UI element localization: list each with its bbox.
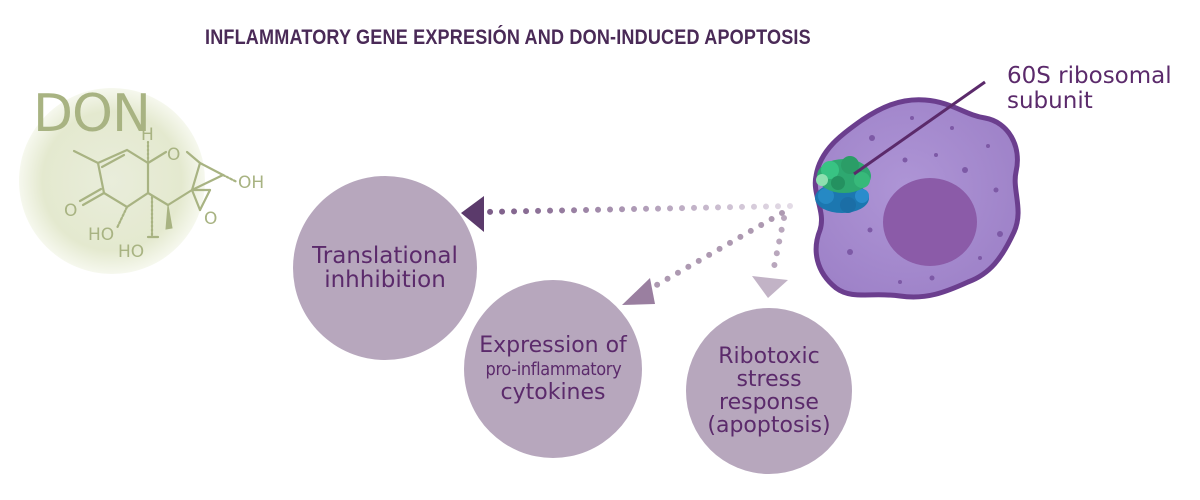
atom-o-ring: O <box>167 145 180 165</box>
outcome-3-line-1: Ribotoxic <box>718 343 820 369</box>
ribosome-icon <box>815 156 871 213</box>
outcome-3-line-2: stress <box>736 366 802 392</box>
outcome-2-line-2: pro-inflammatory <box>485 359 621 381</box>
arrow-to-translation <box>461 196 793 232</box>
outcome-1-line-2: inhhibition <box>324 267 446 293</box>
outcome-translational-inhibition: Translational inhhibition <box>293 176 477 360</box>
diagram-title: INFLAMMATORY GENE EXPRESIÓN AND DON-INDU… <box>205 26 811 49</box>
outcome-3-line-3: response <box>719 390 819 415</box>
atom-ho-left: HO <box>88 225 114 245</box>
atom-oh-right: OH <box>238 173 264 193</box>
atom-o-epoxide: O <box>204 209 217 229</box>
atom-h: H <box>141 125 154 145</box>
outcome-2-line-3: cytokines <box>500 379 606 405</box>
don-structure-icon <box>72 140 239 239</box>
arrow-to-cytokines <box>622 210 785 305</box>
atom-ho-bottom: HO <box>118 242 144 262</box>
ribosome-label-line1: 60S ribosomal <box>1007 63 1172 89</box>
outcome-3-line-4: (apoptosis) <box>707 413 831 439</box>
outcome-2-line-1: Expression of <box>479 333 627 359</box>
cell-granules <box>847 116 1003 284</box>
outcome-1-line-1: Translational <box>312 242 458 269</box>
ribosome-label: 60S ribosomal subunit <box>1007 64 1172 114</box>
don-backdrop <box>19 88 205 274</box>
outcome-cytokine-expression: Expression of pro-inflammatory cytokines <box>464 280 642 458</box>
cell-nucleus <box>883 178 977 266</box>
ribosome-label-line2: subunit <box>1007 87 1093 114</box>
arrow-to-apoptosis <box>752 215 788 298</box>
outcome-ribotoxic-stress: Ribotoxic stress response (apoptosis) <box>686 308 852 474</box>
label-pointer-line <box>853 80 986 176</box>
don-label: DON <box>33 84 151 144</box>
atom-o-keto: O <box>64 201 77 221</box>
